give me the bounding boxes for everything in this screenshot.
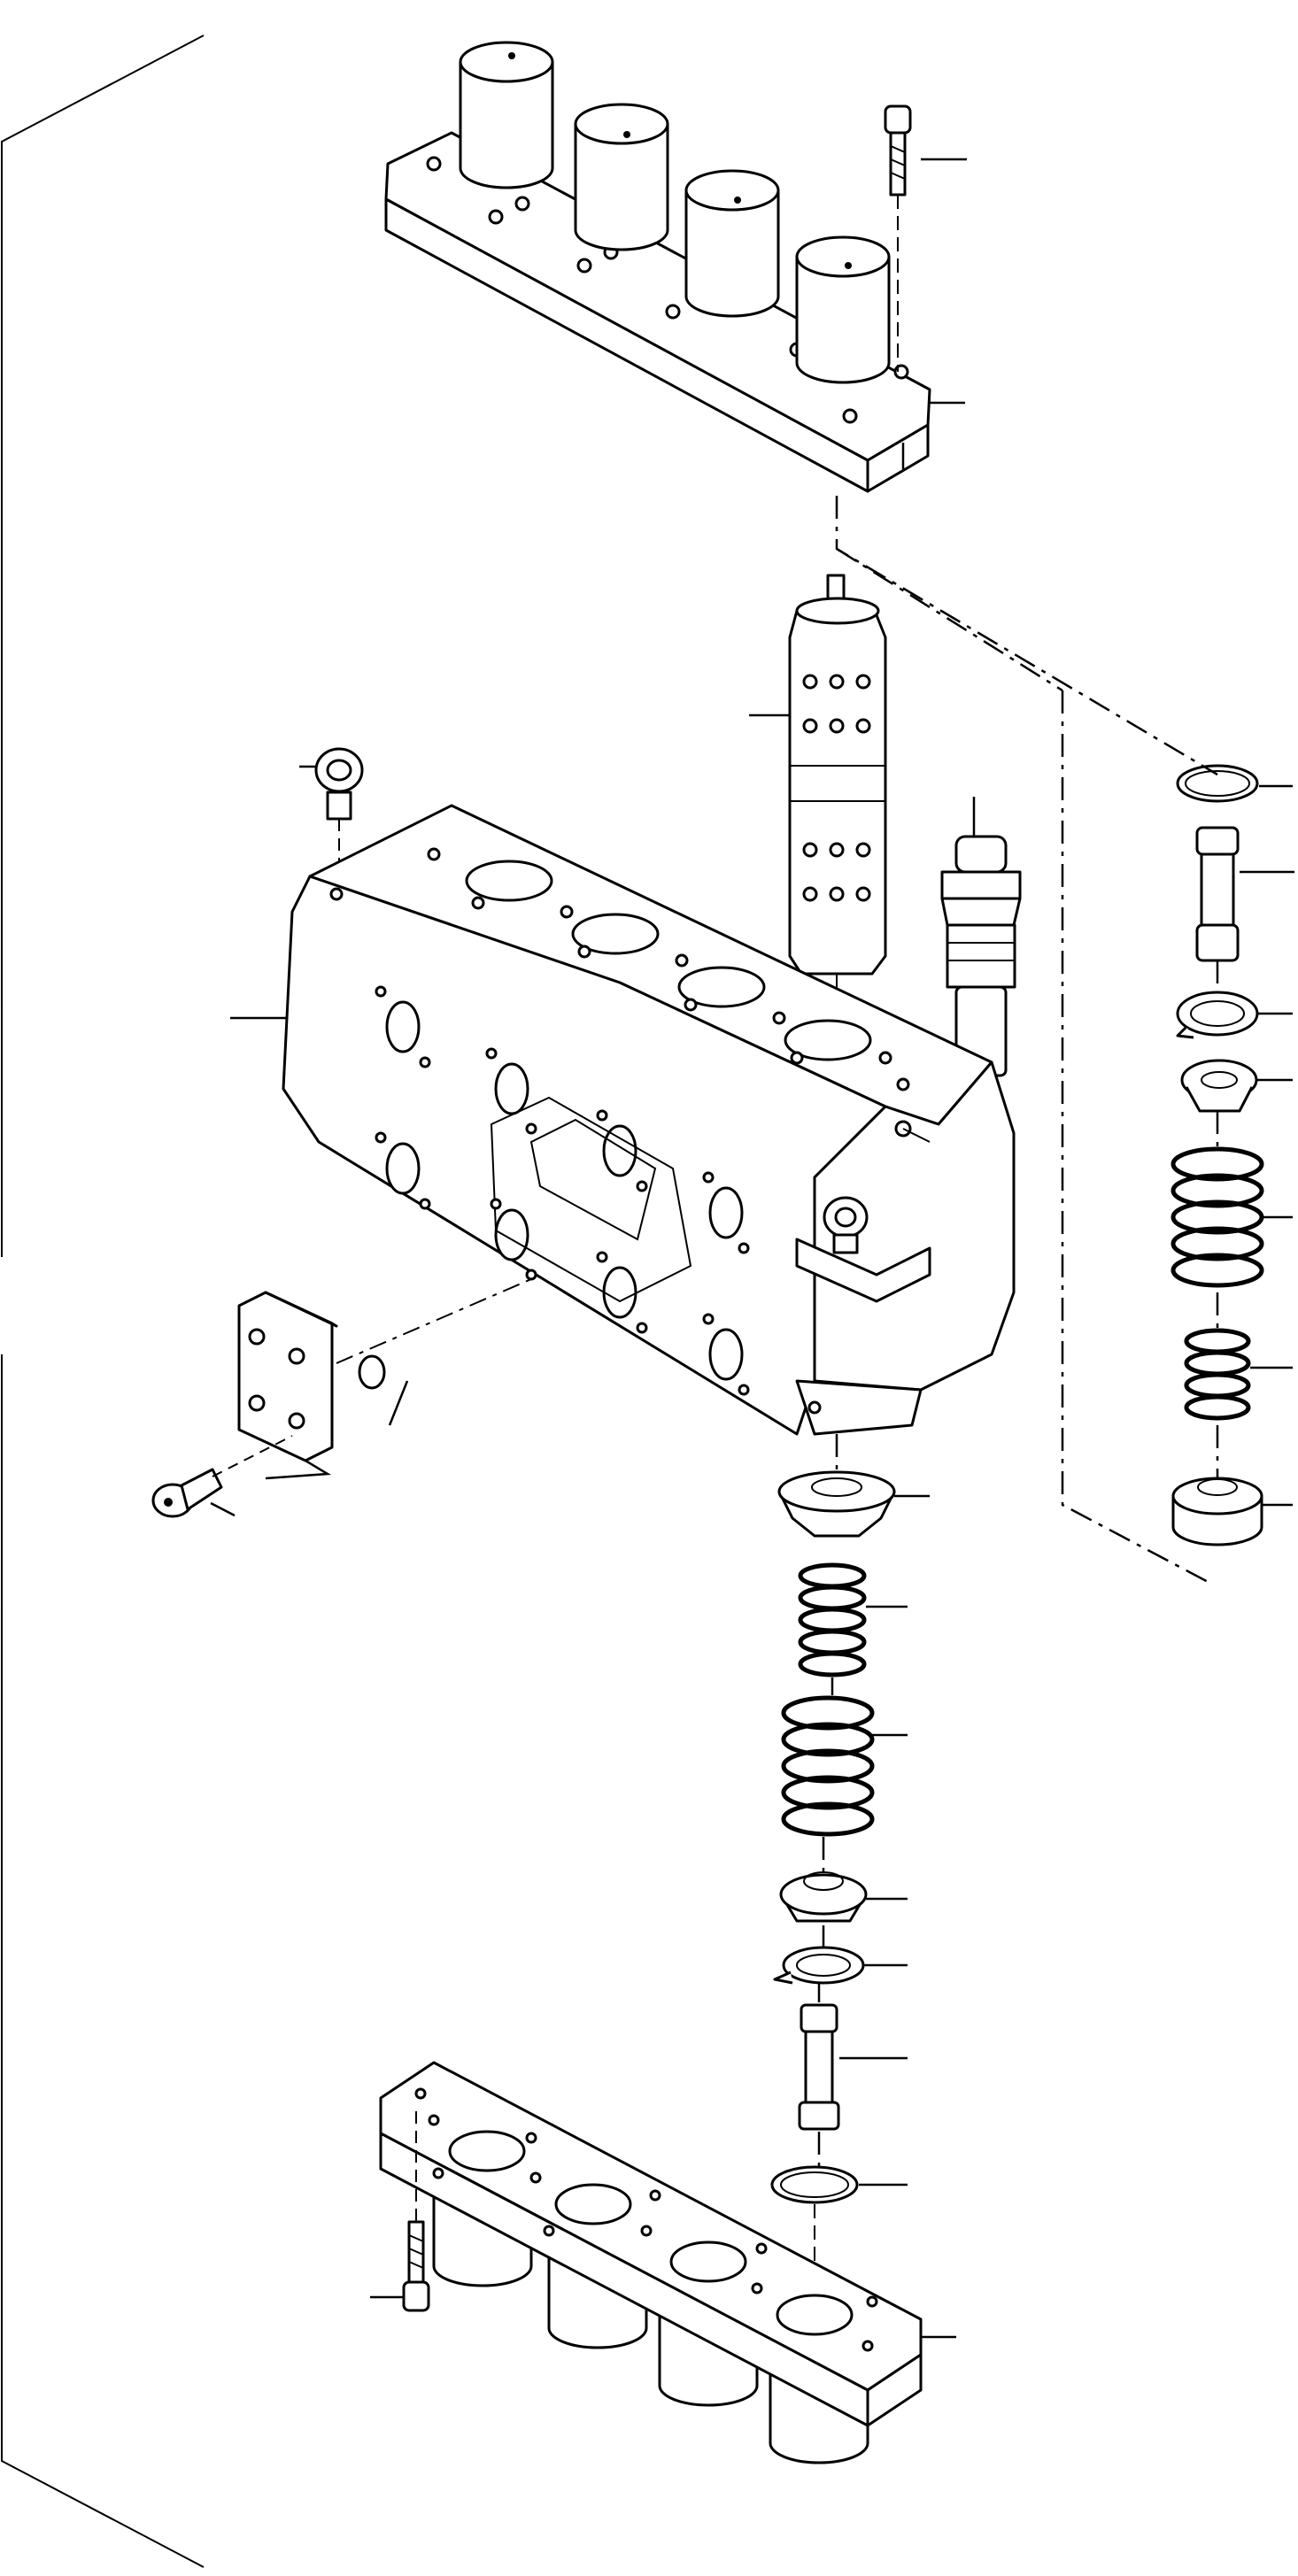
control-spool [749,574,887,1080]
bottom-socket-bolt [370,2111,430,2312]
lower-cap [777,1470,930,1538]
lower-piston [798,2003,908,2131]
valve-body-bores [465,860,872,1061]
top-solenoid-block [384,41,965,493]
right-piston [1195,826,1294,962]
right-end-cap [1171,1477,1293,1546]
top-solenoid-3 [684,169,780,318]
bottom-block-bores [448,2130,854,2336]
eye-bolt-top [299,747,364,876]
lower-stack [770,1470,930,2293]
eye-bolt-body [795,1196,931,1303]
top-solenoid-4 [795,235,891,384]
top-socket-bolt [884,104,967,372]
lower-outer-spring [781,1695,908,1837]
lower-spring-seat [779,1871,908,1923]
side-socket-bolt [151,1435,293,1518]
side-cover-plate [237,1278,532,1480]
lower-o-ring [770,2165,908,2204]
bottom-block-holes [414,2087,878,2352]
valve-body [230,804,1016,1436]
top-solenoid-2 [574,103,669,251]
spool-ports [802,674,871,902]
right-inner-spring [1184,1328,1293,1421]
right-spring-seat [1180,1059,1293,1113]
top-solenoid-1 [459,41,554,189]
page-frame [0,35,205,2568]
right-stack [1171,764,1294,1546]
right-retainer-ring [1176,991,1293,1039]
right-outer-spring [1171,1146,1293,1288]
assembly-lines [817,496,1219,2167]
lower-inner-spring [798,1562,908,1677]
bottom-solenoid-block [379,2061,956,2464]
pressure-switch [930,797,1022,1143]
lower-retainer-ring [773,1946,908,1985]
valve-body-side-holes [375,985,822,1415]
